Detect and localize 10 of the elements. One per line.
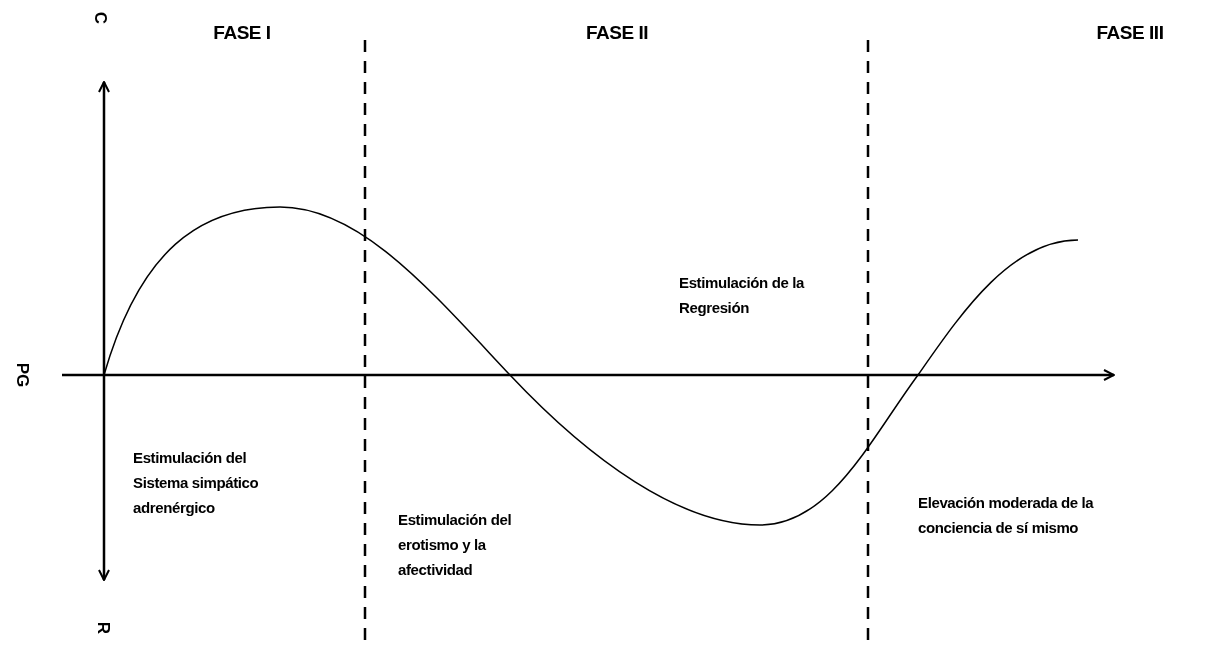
axis-label: PG [13, 362, 31, 388]
axis-label: C [91, 11, 109, 25]
phase-heading: FASE III [1096, 22, 1164, 42]
phase-description: Estimulación del erotismo y la afectividad [398, 510, 513, 580]
axis-label: R [94, 621, 112, 635]
phase-heading: FASE II [585, 22, 649, 42]
phase-heading: FASE I [213, 22, 271, 42]
phase-description: Estimulación de la Regresión [679, 273, 806, 318]
phase-description: Elevación moderada de la conciencia de sí mismo [918, 493, 1095, 538]
phase-description: Estimulación del Sistema simpático adrenérgico [133, 448, 260, 518]
